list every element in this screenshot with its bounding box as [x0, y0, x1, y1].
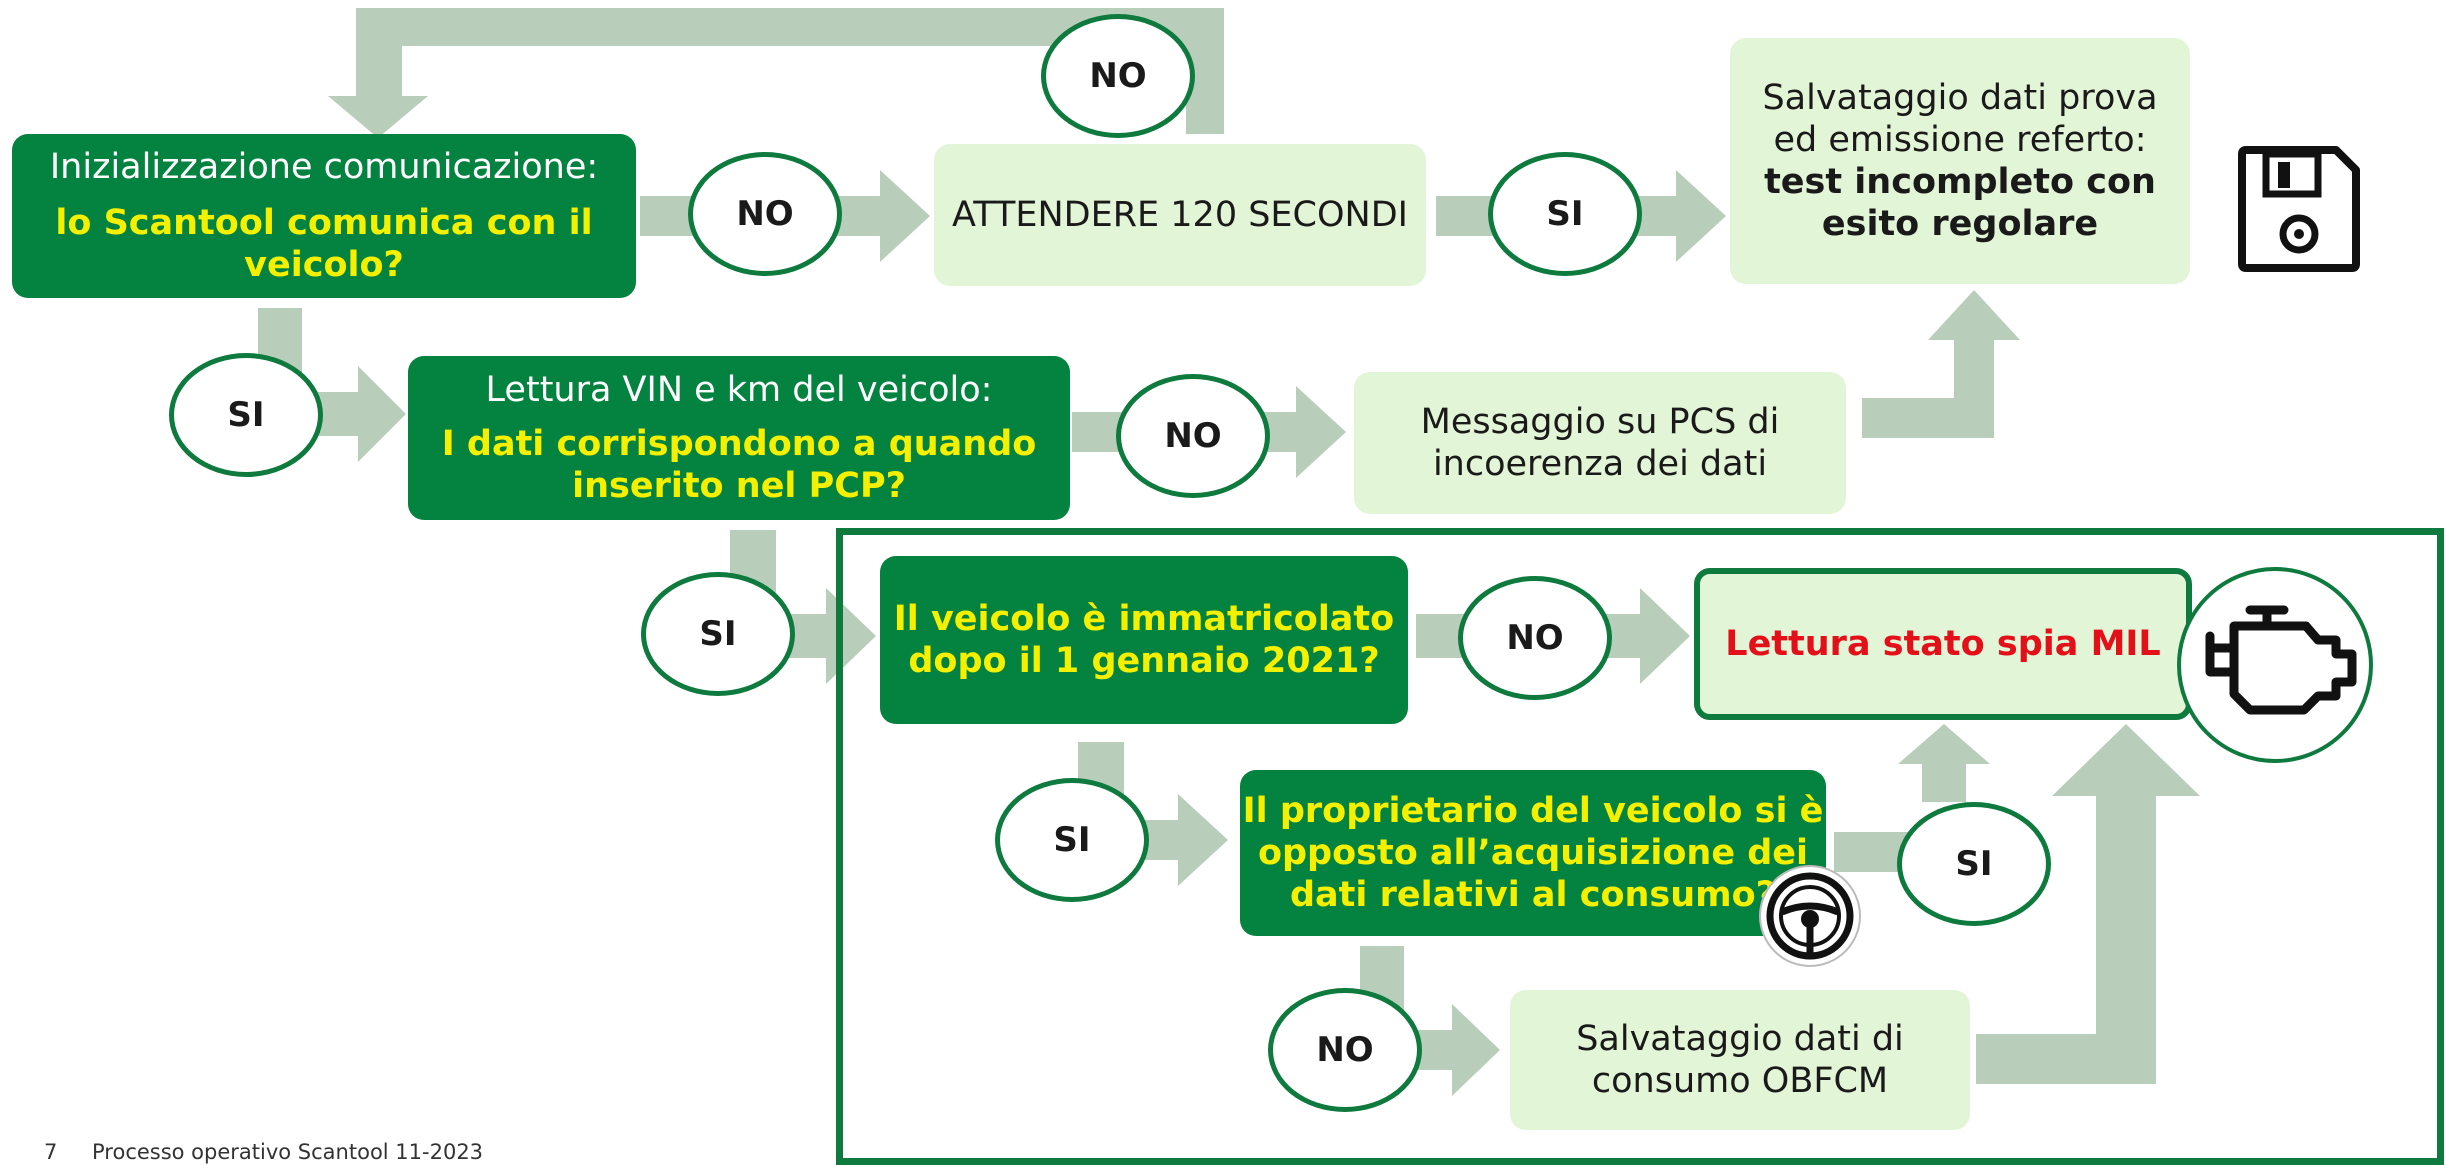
init-question-label: Inizializzazione comunicazione: [49, 147, 599, 187]
pcs-message-line2: incoerenza dei dati [1432, 444, 1768, 484]
registered-question-2: dopo il 1 gennaio 2021? [908, 641, 1380, 681]
save-report-line1: Salvataggio dati prova [1762, 78, 2158, 118]
si-wait-oval: SI [1488, 152, 1642, 276]
si-vin-oval: SI [641, 572, 795, 696]
init-box: Inizializzazione comunicazione: lo Scant… [12, 134, 636, 298]
no-init-oval: NO [688, 152, 842, 276]
save-report-line3: test incompleto con [1764, 162, 2156, 202]
footer-title: Processo operativo Scantool 11-2023 [92, 1140, 484, 1164]
init-question-text: lo Scantool comunica con il [55, 203, 593, 243]
mil-label: Lettura stato spia MIL [1725, 624, 2161, 664]
wait-box: ATTENDERE 120 SECONDI [934, 144, 1426, 286]
mil-box: Lettura stato spia MIL [1694, 568, 2192, 720]
registered-box: Il veicolo è immatricolato dopo il 1 gen… [880, 556, 1408, 724]
vin-question-2: inserito nel PCP? [572, 466, 906, 506]
no-top-oval: NO [1041, 14, 1195, 138]
page-number: 7 [44, 1140, 58, 1164]
owner-question-3: dati relativi al consumo? [1289, 875, 1776, 915]
obfcm-line1: Salvataggio dati di [1576, 1019, 1904, 1059]
vin-box: Lettura VIN e km del veicolo: I dati cor… [408, 356, 1070, 520]
si-registered-oval: SI [995, 778, 1149, 902]
arrow-pcs-up [1862, 290, 2020, 438]
save-report-line4: esito regolare [1821, 204, 2099, 244]
vin-question: I dati corrispondono a quando [441, 424, 1037, 464]
vin-label: Lettura VIN e km del veicolo: [485, 370, 993, 410]
save-report-line2: ed emissione referto: [1773, 120, 2147, 160]
no-registered-oval: NO [1458, 576, 1612, 700]
obfcm-line2: consumo OBFCM [1591, 1061, 1889, 1101]
si-init-oval: SI [169, 353, 323, 477]
owner-question: Il proprietario del veicolo si è [1242, 791, 1824, 831]
pcs-message-line1: Messaggio su PCS di [1420, 402, 1780, 442]
pcs-message-box: Messaggio su PCS di incoerenza dei dati [1354, 372, 1846, 514]
init-question-text-2: veicolo? [244, 245, 404, 285]
steering-wheel-icon [1758, 864, 1862, 968]
no-vin-oval: NO [1116, 374, 1270, 498]
wait-label: ATTENDERE 120 SECONDI [952, 195, 1408, 235]
footer: 7 Processo operativo Scantool 11-2023 [44, 1140, 483, 1164]
mil-section-frame [836, 528, 2444, 1165]
engine-check-icon [2176, 566, 2374, 764]
save-report-box: Salvataggio dati prova ed emissione refe… [1730, 38, 2190, 284]
registered-question: Il veicolo è immatricolato [893, 599, 1395, 639]
owner-box: Il proprietario del veicolo si è opposto… [1240, 770, 1826, 936]
arrow-si-up [1898, 724, 1990, 802]
arrow-loop-back [328, 8, 1224, 138]
floppy-disk-icon [2236, 144, 2362, 274]
si-owner-oval: SI [1897, 802, 2051, 926]
obfcm-box: Salvataggio dati di consumo OBFCM [1510, 990, 1970, 1130]
arrow-obfcm-up [1976, 724, 2200, 1084]
no-owner-oval: NO [1268, 988, 1422, 1112]
owner-question-2: opposto all’acquisizione dei [1257, 833, 1809, 873]
